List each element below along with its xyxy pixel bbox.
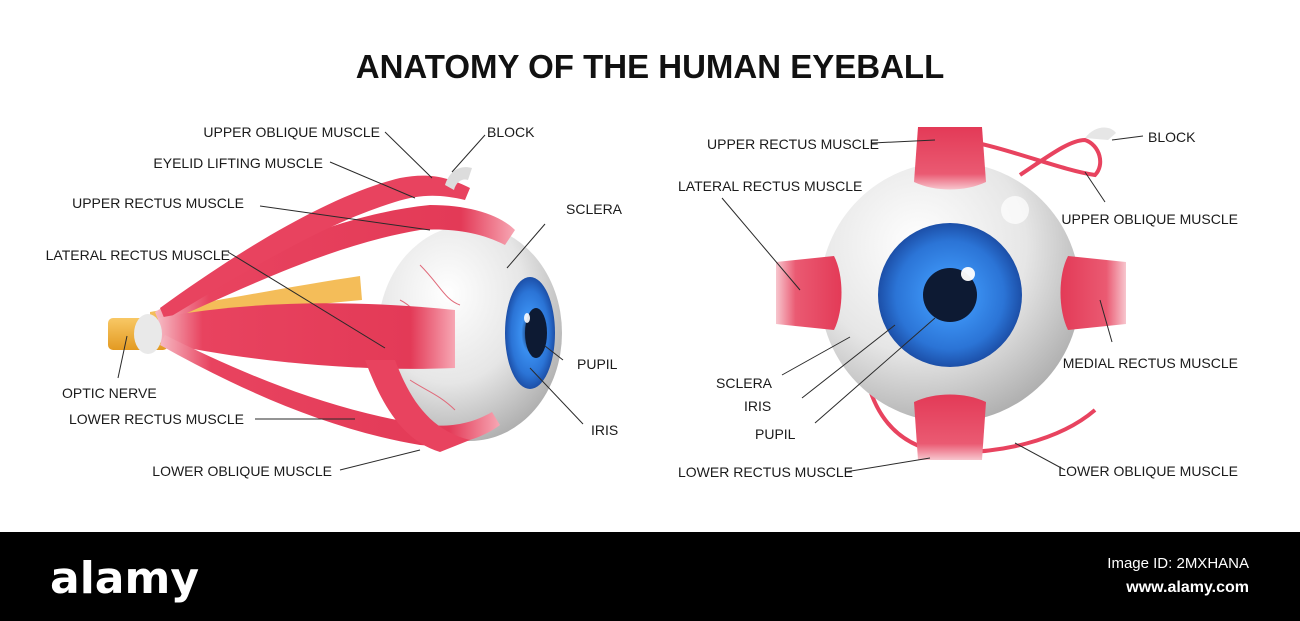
label-medial-rectus-muscle: MEDIAL RECTUS MUSCLE bbox=[1063, 355, 1238, 371]
label-lateral-rectus-muscle-front: LATERAL RECTUS MUSCLE bbox=[678, 178, 862, 194]
iris-highlight bbox=[524, 313, 530, 323]
label-upper-rectus-muscle-front: UPPER RECTUS MUSCLE bbox=[707, 136, 879, 152]
page-title: ANATOMY OF THE HUMAN EYEBALL bbox=[356, 48, 945, 85]
watermark-image-id: Image ID: 2MXHANA bbox=[1107, 555, 1249, 572]
label-lower-rectus-muscle-front: LOWER RECTUS MUSCLE bbox=[678, 464, 853, 480]
label-lower-oblique-muscle-front: LOWER OBLIQUE MUSCLE bbox=[1058, 463, 1238, 479]
front-view-leaders bbox=[721, 135, 1144, 473]
upper-oblique-tendon bbox=[959, 137, 1103, 178]
block-shape bbox=[445, 167, 472, 190]
label-pupil: PUPIL bbox=[577, 356, 618, 372]
label-optic-nerve: OPTIC NERVE bbox=[62, 385, 157, 401]
upper-rectus-shape bbox=[155, 205, 515, 325]
leader-block-left bbox=[451, 134, 486, 173]
leader-eyelid-lifting bbox=[329, 161, 416, 199]
medial-rectus-front-shape bbox=[1060, 256, 1126, 330]
leader-optic-nerve bbox=[117, 335, 128, 379]
upper-oblique-shape bbox=[160, 175, 470, 320]
sclera-globe bbox=[378, 225, 562, 441]
leader-upper-oblique bbox=[384, 131, 433, 179]
block-front-shape bbox=[1085, 127, 1116, 140]
pupil-side bbox=[525, 308, 547, 358]
label-iris: IRIS bbox=[591, 422, 618, 438]
annulus-ring bbox=[134, 314, 162, 354]
label-upper-rectus-muscle: UPPER RECTUS MUSCLE bbox=[72, 195, 244, 211]
leader-upper-rectus-right bbox=[871, 139, 936, 144]
lateral-rectus-front-shape bbox=[776, 256, 842, 330]
leader-upper-oblique-right bbox=[1084, 171, 1106, 203]
label-lower-rectus-muscle: LOWER RECTUS MUSCLE bbox=[69, 411, 244, 427]
lower-oblique-shape bbox=[365, 360, 470, 452]
label-eyelid-lifting-muscle: EYELID LIFTING MUSCLE bbox=[153, 155, 323, 171]
leader-pupil-left bbox=[544, 345, 564, 361]
label-pupil-front: PUPIL bbox=[755, 426, 796, 442]
alamy-logo: alamy bbox=[50, 553, 199, 604]
label-sclera-front: SCLERA bbox=[716, 375, 773, 391]
watermark-footer: alamy Image ID: 2MXHANA www.alamy.com bbox=[0, 532, 1300, 621]
leader-lower-oblique-right bbox=[1014, 442, 1066, 471]
front-view-labels: UPPER RECTUS MUSCLE BLOCK LATERAL RECTUS… bbox=[678, 129, 1238, 480]
leader-pupil-right bbox=[814, 317, 936, 424]
leader-lower-oblique-left bbox=[339, 449, 421, 471]
side-view-leaders bbox=[117, 131, 584, 471]
side-view-labels: UPPER OBLIQUE MUSCLE BLOCK EYELID LIFTIN… bbox=[46, 124, 623, 479]
lateral-rectus-shape bbox=[158, 303, 455, 369]
label-block: BLOCK bbox=[487, 124, 535, 140]
lower-rectus-shape bbox=[160, 335, 500, 446]
label-iris-front: IRIS bbox=[744, 398, 771, 414]
watermark-url: www.alamy.com bbox=[1125, 579, 1249, 596]
label-upper-oblique-muscle: UPPER OBLIQUE MUSCLE bbox=[203, 124, 380, 140]
leader-medial-rectus bbox=[1099, 299, 1113, 343]
sclera-highlight bbox=[1001, 196, 1029, 224]
leader-sclera-left bbox=[506, 223, 546, 269]
label-lateral-rectus-muscle: LATERAL RECTUS MUSCLE bbox=[46, 247, 230, 263]
leader-upper-rectus-left bbox=[259, 205, 431, 231]
leader-lateral-rectus-left bbox=[227, 251, 386, 349]
front-view-eye bbox=[776, 127, 1126, 460]
pupil-highlight bbox=[961, 267, 975, 281]
lower-rectus-front-shape bbox=[914, 394, 986, 460]
leader-iris-right bbox=[801, 324, 896, 399]
leader-lower-rectus-right bbox=[844, 457, 931, 473]
side-view-eye bbox=[108, 167, 562, 452]
label-sclera: SCLERA bbox=[566, 201, 623, 217]
leader-lateral-rectus-right bbox=[721, 197, 801, 291]
label-lower-oblique-muscle: LOWER OBLIQUE MUSCLE bbox=[152, 463, 332, 479]
upper-rectus-front-shape bbox=[914, 127, 986, 190]
label-upper-oblique-muscle-front: UPPER OBLIQUE MUSCLE bbox=[1061, 211, 1238, 227]
label-block-front: BLOCK bbox=[1148, 129, 1196, 145]
leader-sclera-right bbox=[781, 336, 851, 376]
pupil-front bbox=[923, 268, 977, 322]
leader-block-right bbox=[1111, 135, 1144, 141]
leader-iris-left bbox=[529, 367, 584, 425]
footer-bar bbox=[0, 532, 1300, 621]
